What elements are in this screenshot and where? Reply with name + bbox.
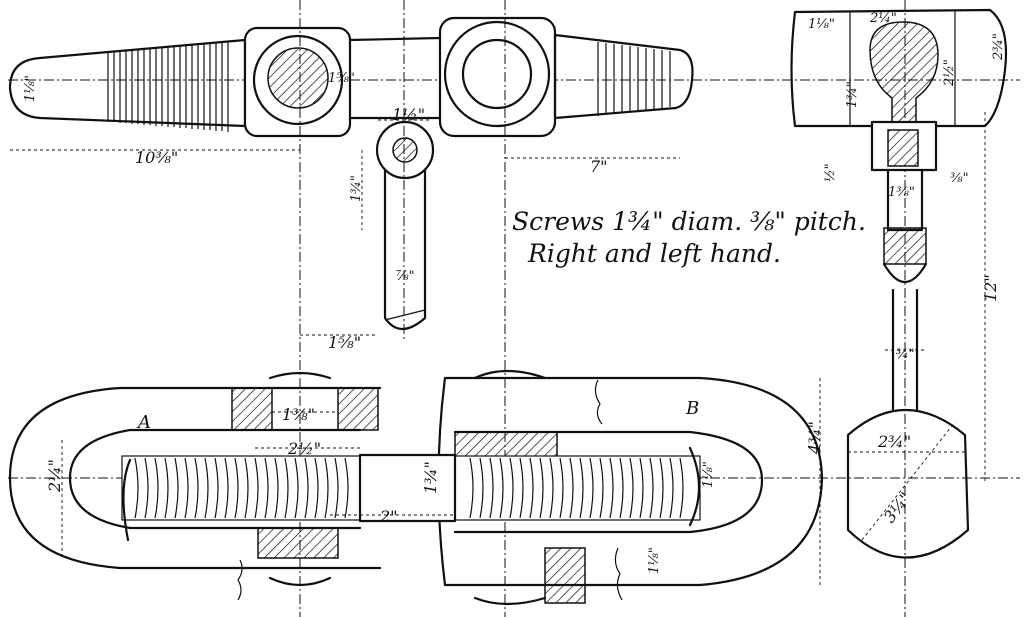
dim-bore-square: 1⅝" xyxy=(328,71,355,86)
dim-pin-diameter: ⅞" xyxy=(396,269,415,284)
dim-ball-diagonal: 3¼" xyxy=(880,489,915,527)
frame-dimensions: 2¼" 1⅜" 2½" 2" 1¾" 1⅛" 4¾" 1⅛" xyxy=(45,378,824,585)
dim-collar-pitch: ⅜" xyxy=(950,171,969,186)
dim-total-length-side: 12" xyxy=(981,274,1000,302)
dim-end-depth: 1⅛" xyxy=(701,461,716,488)
dim-rod-diameter: ¾" xyxy=(896,347,915,362)
right-arm-threads xyxy=(597,42,671,116)
dim-end-block-height-inner: 2½" xyxy=(942,59,957,87)
dim-screw-diameter: 1¾" xyxy=(421,461,440,494)
dim-side-offset: 1⅝" xyxy=(328,333,361,352)
drawing-note: Screws 1¾" diam. ⅜" pitch. Right and lef… xyxy=(512,207,866,268)
screw-thread xyxy=(134,457,684,519)
label-part-a: A xyxy=(136,412,151,433)
note-line-1: Screws 1¾" diam. ⅜" pitch. xyxy=(512,207,866,236)
dim-nut-width: 1⅜" xyxy=(282,405,315,424)
dim-collar-half: ½" xyxy=(823,163,838,182)
dim-end-block-height-outer: 2¾" xyxy=(991,33,1006,61)
dim-pin-spacing: 1½" xyxy=(392,105,425,124)
note-line-2: Right and left hand. xyxy=(527,239,781,268)
dim-ball-width: 2¾" xyxy=(877,432,911,451)
label-part-b: B xyxy=(685,398,699,419)
dim-pin-height: 1¾" xyxy=(349,175,364,202)
side-view xyxy=(790,0,1008,617)
frame-view xyxy=(8,369,1020,606)
dim-frame-base: 1⅛" xyxy=(647,547,662,574)
plan-dimensions: 10⅜" 1⅛" 1⅝" 1½" 7" 1¾" ⅞" 1⅝" xyxy=(10,71,680,352)
left-arm-threads xyxy=(107,42,229,132)
dim-end-block-width: 2¼" xyxy=(869,11,897,26)
frame-labels: A B xyxy=(136,398,699,433)
plan-view xyxy=(8,0,1020,617)
dim-collar-width: 1⅜" xyxy=(888,185,915,200)
dim-frame-outer-height: 4¾" xyxy=(805,421,824,455)
dim-neck-height: 1¾" xyxy=(845,81,860,108)
dim-end-block-left: 1⅛" xyxy=(808,17,835,32)
dim-frame-inner-height: 2¼" xyxy=(45,459,64,493)
dim-overall-length: 10⅜" xyxy=(135,148,178,167)
dim-screw-length: 2½" xyxy=(287,439,321,458)
dim-shank-offset: 7" xyxy=(590,157,608,176)
dim-gap: 2" xyxy=(379,507,398,526)
dim-eye-end-width: 1⅛" xyxy=(23,75,38,102)
